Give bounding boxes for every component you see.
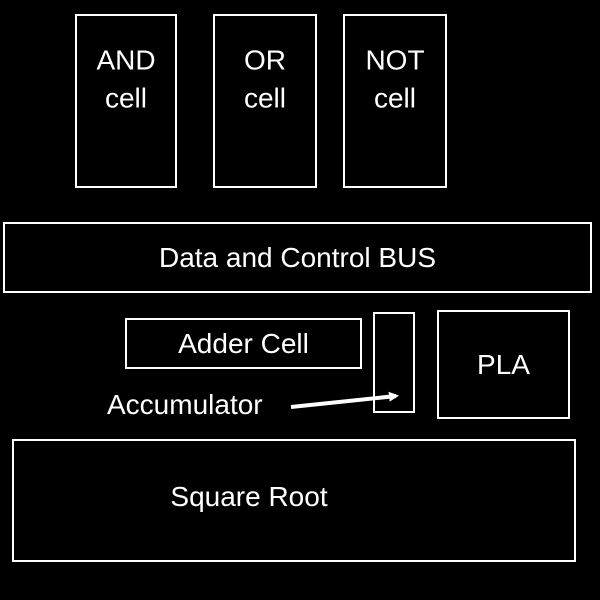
- not-cell-label-line2: cell: [373, 82, 416, 114]
- accumulator-block: [373, 312, 415, 413]
- and-cell-block: AND cell: [75, 14, 177, 188]
- accumulator-label: Accumulator: [107, 389, 263, 420]
- or-cell-label-line1: OR: [244, 44, 286, 76]
- data-control-bus-label: Data and Control BUS: [158, 241, 437, 273]
- square-root-label: Square Root: [170, 480, 328, 512]
- and-cell-label-line2: cell: [104, 82, 147, 114]
- and-cell-label-line1: AND: [96, 44, 156, 76]
- or-cell-label-line2: cell: [243, 82, 286, 114]
- not-cell-label: NOT cell: [345, 42, 445, 118]
- not-cell-block: NOT cell: [343, 14, 447, 188]
- or-cell-block: OR cell: [213, 14, 317, 188]
- adder-cell-block: Adder Cell: [125, 318, 362, 369]
- pla-label: PLA: [477, 348, 530, 380]
- not-cell-label-line1: NOT: [365, 44, 425, 76]
- data-control-bus-block: Data and Control BUS: [3, 222, 592, 293]
- or-cell-label: OR cell: [215, 42, 315, 118]
- square-root-block: Square Root: [12, 439, 576, 562]
- pla-block: PLA: [437, 310, 570, 419]
- and-cell-label: AND cell: [77, 42, 175, 118]
- adder-cell-label: Adder Cell: [178, 327, 309, 359]
